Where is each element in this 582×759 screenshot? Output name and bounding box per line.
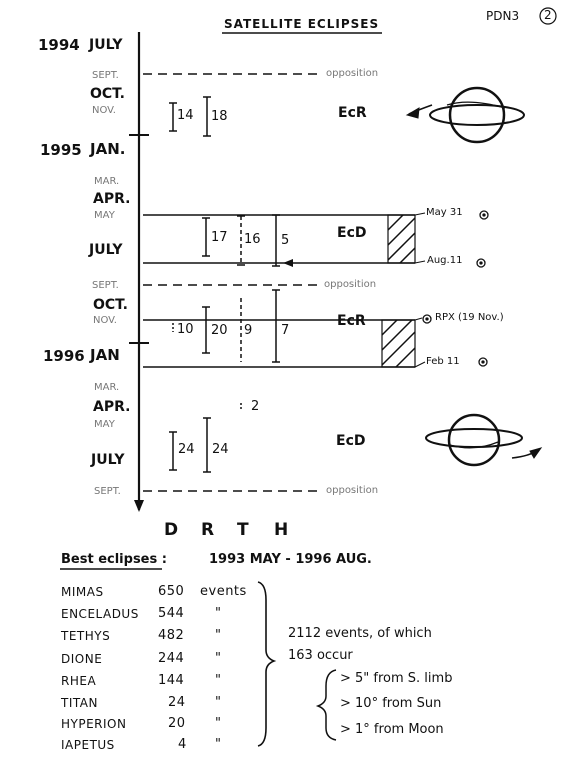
table-row-name: HYPERION — [61, 717, 127, 731]
bar-label: 17 — [211, 230, 228, 245]
bar-label: 14 — [177, 108, 194, 123]
sat-letter-t: T — [237, 520, 249, 540]
date-markers — [422, 210, 489, 367]
bar-label: 24 — [178, 442, 195, 457]
month-nov-1995: NOV. — [93, 315, 117, 326]
table-row-count: 24 — [168, 695, 186, 710]
bar-label: 5 — [281, 233, 290, 248]
year-1995: 1995 — [40, 141, 82, 159]
year-1996: 1996 — [43, 347, 85, 365]
opposition-label-1996: opposition — [326, 485, 379, 496]
table-row-unit: " — [215, 606, 222, 621]
table-row-unit: " — [215, 695, 222, 710]
timeline-arrowhead — [134, 500, 144, 512]
saturn-icon-bottom — [425, 413, 543, 467]
table-row-unit: " — [215, 651, 222, 666]
date-may31: May 31 — [426, 207, 463, 218]
condition-sun: > 10° from Sun — [340, 696, 442, 711]
month-apr-1996: APR. — [93, 399, 131, 415]
table-row-name: ENCELADUS — [61, 607, 139, 621]
sat-letter-d: D — [164, 520, 179, 540]
table-row-count: 20 — [168, 716, 186, 731]
condition-s-limb: > 5" from S. limb — [340, 671, 453, 686]
month-sept-1995: SEPT. — [92, 280, 119, 291]
month-mar-1995: MAR. — [94, 176, 120, 187]
month-oct-1995: OCT. — [93, 297, 128, 313]
eclipse-bars — [169, 96, 280, 473]
month-sept-1994: SEPT. — [92, 70, 119, 81]
table-row-count: 4 — [178, 737, 187, 752]
table-row-count: 650 — [158, 584, 185, 599]
month-nov-1994: NOV. — [92, 105, 116, 116]
table-row-name: TITAN — [61, 696, 98, 710]
month-oct-1994: OCT. — [90, 86, 125, 102]
table-row-unit: events — [200, 584, 247, 599]
table-row-name: DIONE — [61, 652, 103, 666]
bar-label: 2 — [251, 399, 260, 414]
page-number: 2 — [544, 8, 552, 22]
sat-letter-r: R — [201, 520, 215, 540]
table-row-name: RHEA — [61, 674, 97, 688]
table-row-count: 482 — [158, 628, 185, 643]
bar-label: 10 — [177, 322, 194, 337]
table-row-name: TETHYS — [61, 629, 111, 643]
ecl-label-ecr-1996: EcR — [337, 313, 366, 329]
table-row-unit: " — [215, 716, 222, 731]
date-feb11: Feb 11 — [426, 356, 460, 367]
month-july-1996: JULY — [91, 452, 125, 468]
bar-label: 20 — [211, 323, 228, 338]
sat-letter-h: H — [274, 520, 289, 540]
summary-line-1: 2112 events, of which — [288, 626, 432, 641]
page-number-circle — [539, 7, 557, 25]
month-may-1996: MAY — [94, 419, 115, 430]
date-aug11: Aug.11 — [427, 255, 463, 266]
table-row-name: MIMAS — [61, 585, 104, 599]
month-july-1995: JULY — [89, 242, 123, 258]
ecl-label-ecr-1994: EcR — [338, 105, 367, 121]
month-apr-1995: APR. — [93, 191, 131, 207]
best-eclipses-heading: Best eclipses : — [61, 552, 167, 567]
bar-label: 24 — [212, 442, 229, 457]
month-mar-1996: MAR. — [94, 382, 120, 393]
table-row-count: 144 — [158, 673, 185, 688]
month-jan-1995: JAN. — [90, 140, 126, 158]
table-row-unit: " — [215, 628, 222, 643]
month-sept-1996: SEPT. — [94, 486, 121, 497]
opposition-label-1994: opposition — [326, 68, 379, 79]
page-title: SATELLITE ECLIPSES — [224, 17, 380, 31]
date-rpx: RPX (19 Nov.) — [435, 312, 504, 323]
month-may-1995: MAY — [94, 210, 115, 221]
best-eclipses-range: 1993 MAY - 1996 AUG. — [209, 552, 372, 567]
table-row-unit: " — [215, 737, 222, 752]
bar-label: 16 — [244, 232, 261, 247]
page-ref: PDN3 — [486, 9, 520, 23]
summary-line-2: 163 occur — [288, 648, 353, 663]
ecl-label-ecd-1995: EcD — [337, 225, 367, 241]
opposition-label-1995: opposition — [324, 279, 377, 290]
saturn-icon-top — [405, 86, 525, 144]
table-row-count: 244 — [158, 651, 185, 666]
table-row-count: 544 — [158, 606, 185, 621]
conditions-brace — [315, 669, 337, 741]
bar-label: 18 — [211, 109, 228, 124]
condition-moon: > 1° from Moon — [340, 722, 444, 737]
table-row-name: IAPETUS — [61, 738, 115, 752]
bar-label: 7 — [281, 323, 290, 338]
table-brace — [257, 581, 277, 747]
bar-label: 9 — [244, 323, 253, 338]
year-1994: 1994 — [38, 36, 80, 54]
month-july-1994: JULY — [89, 37, 123, 53]
month-jan-1996: JAN — [90, 346, 120, 364]
ecl-label-ecd-1996: EcD — [336, 433, 366, 449]
table-row-unit: " — [215, 673, 222, 688]
